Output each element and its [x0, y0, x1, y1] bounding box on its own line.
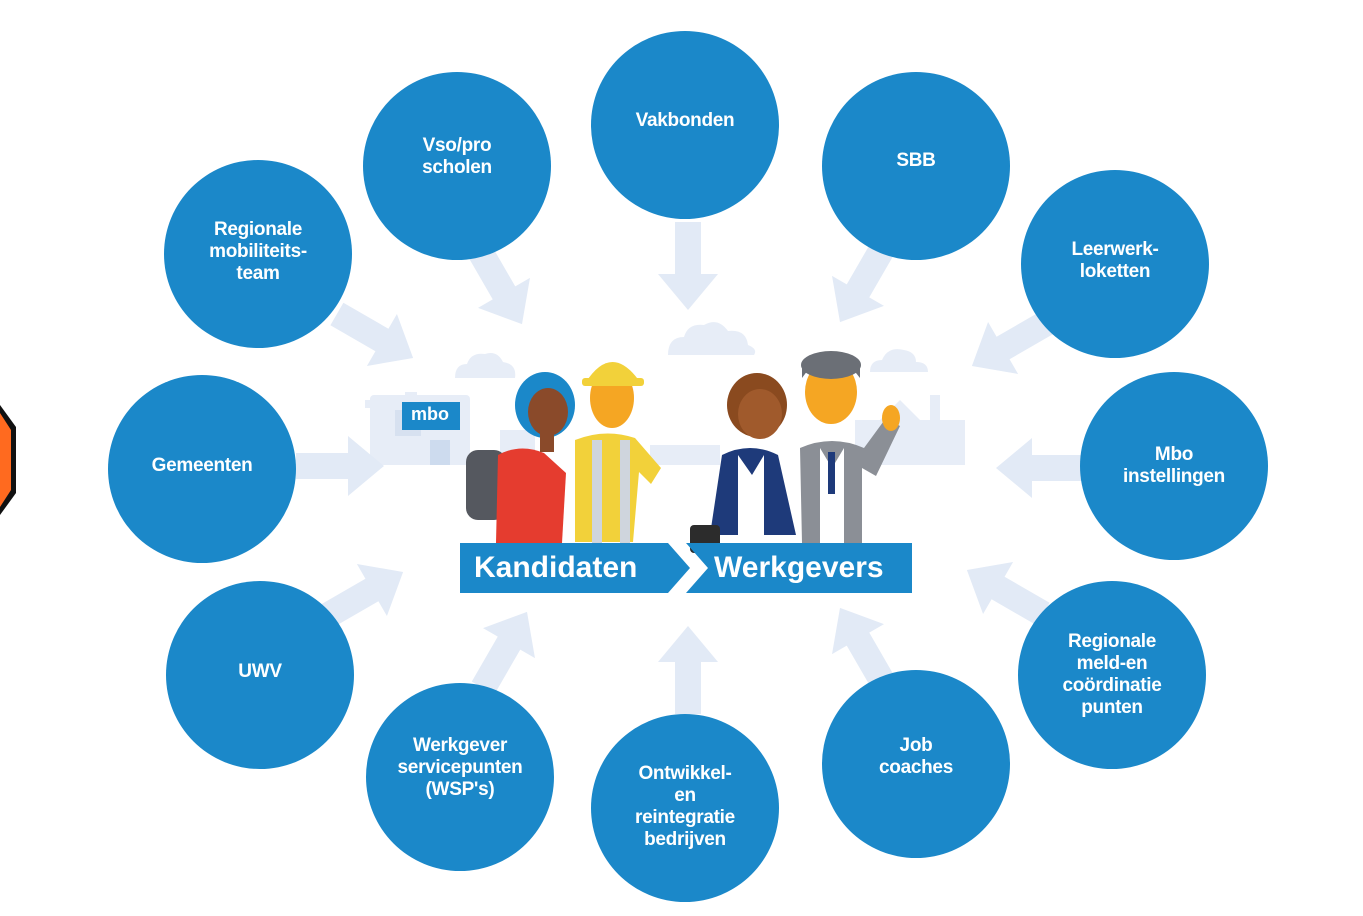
node-sbb: SBB: [822, 72, 1010, 260]
node-label-mbo-instellingen: Mbo instellingen: [1123, 444, 1225, 487]
node-regionale-mobiliteitsteam: Regionale mobiliteits- team: [164, 160, 352, 348]
edge-hexagon-marker: [0, 405, 16, 515]
kandidaten-label: Kandidaten: [474, 551, 638, 584]
people-illustration: [466, 351, 900, 553]
node-uwv: UWV: [166, 581, 354, 769]
node-label-sbb: SBB: [896, 150, 936, 171]
node-mbo-instellingen: Mbo instellingen: [1080, 372, 1268, 560]
node-gemeenten: Gemeenten: [108, 375, 296, 563]
node-job-coaches: Job coaches: [822, 670, 1010, 858]
node-werkgever-servicepunten: Werkgever servicepunten (WSP's): [366, 683, 554, 871]
node-vakbonden: Vakbonden: [591, 31, 779, 219]
arrow-group: [296, 222, 1084, 714]
node-leerwerkloketten: Leerwerk- loketten: [1021, 170, 1209, 358]
person-employer-man: [800, 351, 900, 544]
werkgevers-label: Werkgevers: [714, 551, 884, 584]
kandidaten-banner: [460, 543, 690, 593]
node-vso-pro-scholen: Vso/pro scholen: [363, 72, 551, 260]
node-label-vakbonden: Vakbonden: [635, 110, 735, 131]
node-label-ontwikkel: Ontwikkel- en reintegratie bedrijven: [635, 763, 735, 850]
mbo-sign: [402, 402, 460, 430]
node-label-gemeenten: Gemeenten: [151, 455, 253, 476]
person-employer-woman: [690, 373, 796, 553]
node-label-leerwerkloketten: Leerwerk- loketten: [1071, 239, 1159, 282]
person-candidate-worker: [575, 362, 661, 544]
node-regionale-meld-coordinatie: Regionale meld-en coördinatie punten: [1018, 581, 1206, 769]
node-label-rmt: Regionale mobiliteits- team: [209, 219, 307, 284]
mbo-sign-label: mbo: [411, 404, 449, 424]
node-label-rmc: Regionale meld-en coördinatie punten: [1062, 631, 1162, 718]
node-label-vso-pro: Vso/pro scholen: [422, 135, 492, 178]
node-label-job-coaches: Job coaches: [879, 735, 953, 778]
node-ontwikkel-reintegratie: Ontwikkel- en reintegratie bedrijven: [591, 714, 779, 902]
person-candidate-woman: [466, 372, 575, 543]
node-label-wsp: Werkgever servicepunten (WSP's): [397, 735, 523, 800]
werkgevers-banner: [686, 543, 912, 593]
node-label-uwv: UWV: [238, 661, 282, 682]
